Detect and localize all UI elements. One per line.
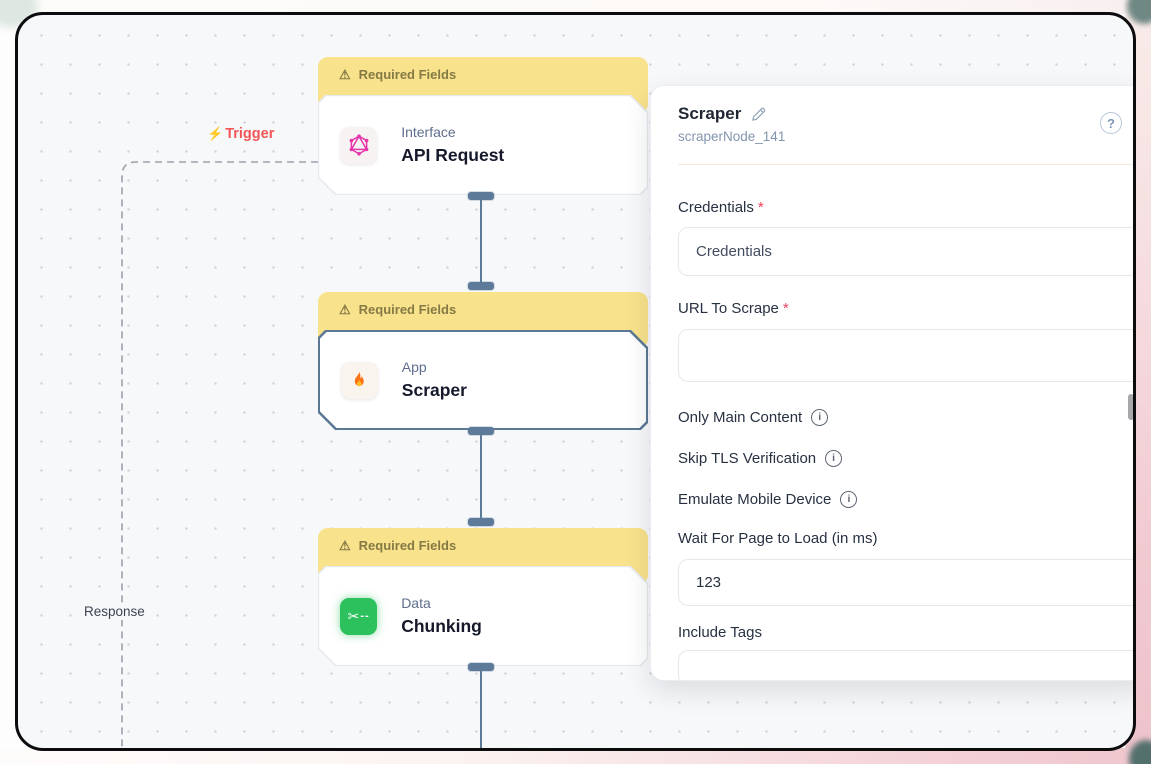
only-main-content-row: Only Main Content i <box>678 407 1133 427</box>
connector-handle-chunking-bottom[interactable] <box>468 663 494 671</box>
credentials-select[interactable]: Credentials <box>678 227 1133 276</box>
warning-icon: ⚠ <box>339 67 351 82</box>
background-blob-bottom-right <box>1129 740 1151 764</box>
connector-handle-scraper-bottom[interactable] <box>468 427 494 435</box>
node-category: Data <box>401 595 431 611</box>
connector-handle-chunking-top[interactable] <box>468 518 494 526</box>
include-tags-label: Include Tags <box>678 624 762 641</box>
include-tags-input[interactable] <box>678 650 1133 680</box>
skip-tls-row: Skip TLS Verification i <box>678 448 1133 468</box>
node-category: App <box>401 359 427 375</box>
node-id-label: scraperNode_141 <box>678 129 786 144</box>
node-card-api-request[interactable]: Interface API Request <box>318 95 648 195</box>
pencil-icon[interactable] <box>750 106 767 123</box>
trigger-response-dashed-edge <box>121 161 318 748</box>
required-asterisk: * <box>757 199 764 216</box>
node-card-chunking[interactable]: ✂-- Data Chunking <box>318 566 648 666</box>
wait-for-page-label: Wait For Page to Load (in ms) <box>678 530 878 547</box>
panel-scrollbar[interactable] <box>1128 394 1133 420</box>
response-label: Response <box>80 603 149 620</box>
node-settings-panel: Scraper scraperNode_141 ? Credentials* C… <box>650 85 1133 681</box>
panel-divider <box>678 164 1133 165</box>
emulate-mobile-row: Emulate Mobile Device i <box>678 489 1133 509</box>
node-title: API Request <box>401 145 505 165</box>
warning-icon: ⚠ <box>339 302 351 317</box>
graphql-icon <box>340 127 377 164</box>
node-card-scraper[interactable]: App Scraper <box>318 330 648 430</box>
connector-handle-apirequest-bottom[interactable] <box>468 192 494 200</box>
node-chunking[interactable]: ⚠ Required Fields ✂-- Data Chunking <box>318 528 648 666</box>
node-scraper[interactable]: ⚠ Required Fields App Scraper <box>318 292 648 430</box>
info-icon[interactable]: i <box>811 408 829 426</box>
warning-icon: ⚠ <box>339 538 351 553</box>
workflow-canvas[interactable]: ⚡ Trigger Response ⚠ Required Fields <box>15 12 1136 751</box>
credentials-label: Credentials* <box>678 199 764 216</box>
node-title: Scraper <box>401 380 467 400</box>
url-to-scrape-input[interactable] <box>678 329 1133 382</box>
required-asterisk: * <box>782 300 789 317</box>
info-icon[interactable]: i <box>825 449 843 467</box>
node-api-request[interactable]: ⚠ Required Fields <box>318 57 648 195</box>
trigger-label: ⚡ Trigger <box>207 126 275 142</box>
flame-icon <box>341 362 378 399</box>
page-background-top <box>0 0 1151 14</box>
page-background-bottom <box>0 748 1151 764</box>
scissors-icon: ✂-- <box>340 598 377 635</box>
wait-for-page-input[interactable] <box>678 559 1133 606</box>
node-category: Interface <box>401 124 456 140</box>
panel-title: Scraper <box>678 104 742 123</box>
help-icon[interactable]: ? <box>1100 112 1122 134</box>
info-icon[interactable]: i <box>840 490 858 508</box>
connector-handle-scraper-top[interactable] <box>468 282 494 290</box>
node-title: Chunking <box>401 616 482 636</box>
url-to-scrape-label: URL To Scrape* <box>678 300 789 317</box>
bolt-icon: ⚡ <box>207 126 224 141</box>
